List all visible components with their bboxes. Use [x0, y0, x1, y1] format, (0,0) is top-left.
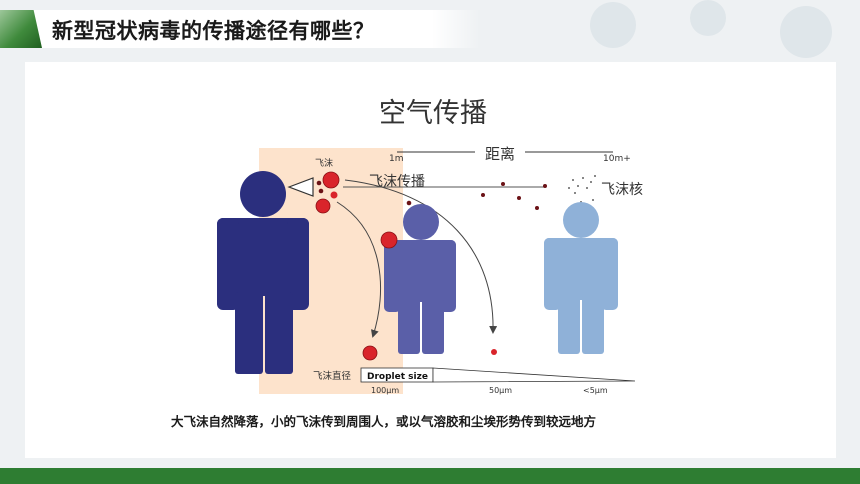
- diagram-title: 空气传播: [379, 98, 487, 129]
- airborne-transmission-diagram: 空气传播 1m 距离 10m+ 飞沫 飞沫传播: [171, 98, 643, 429]
- size-tick-50um: 50μm: [489, 386, 512, 395]
- title-banner: [0, 10, 480, 48]
- distance-start-label: 1m: [389, 154, 404, 164]
- small-droplet: [318, 188, 324, 194]
- mouth-emission-icon: [287, 177, 314, 197]
- large-droplet-trajectory: [336, 201, 382, 338]
- distance-end-label: 10m+: [603, 154, 631, 164]
- droplet-size-wedge: [432, 367, 636, 383]
- background-molecule-decoration: [690, 0, 726, 36]
- person-nearby-icon: [384, 204, 456, 354]
- small-droplet: [406, 200, 412, 206]
- size-tick-5um: <5μm: [583, 386, 608, 395]
- distance-label: 距离: [485, 145, 515, 163]
- medium-droplet-fallen: [491, 349, 497, 355]
- person-infected-icon: [217, 171, 309, 374]
- figure-card: 空气传播 1m 距离 10m+ 飞沫 飞沫传播: [25, 62, 836, 458]
- background-molecule-decoration: [780, 6, 832, 58]
- small-droplet: [535, 206, 539, 210]
- medium-droplet-trajectory: [344, 179, 498, 334]
- small-droplet: [316, 180, 322, 186]
- droplet-diameter-label: 飞沫直径: [313, 370, 352, 382]
- page-title: 新型冠状病毒的传播途径有哪些？: [52, 19, 375, 43]
- large-droplet: [380, 231, 398, 249]
- small-droplet: [517, 196, 521, 200]
- footer-bar: [0, 468, 860, 484]
- large-droplet: [322, 171, 340, 189]
- small-droplet: [330, 191, 338, 199]
- droplet-nuclei-label: 飞沫核: [601, 182, 643, 198]
- size-tick-100um: 100μm: [371, 386, 399, 395]
- small-droplet: [501, 182, 505, 186]
- small-droplet: [543, 184, 547, 188]
- large-droplet-fallen: [362, 345, 378, 361]
- person-distant-icon: [544, 202, 618, 354]
- background-molecule-decoration: [590, 2, 636, 48]
- large-droplet: [315, 198, 331, 214]
- droplet-small-label: 飞沫: [315, 157, 333, 169]
- droplet-transmission-label: 飞沫传播: [369, 174, 425, 190]
- small-droplet: [481, 193, 485, 197]
- diagram-caption: 大飞沫自然降落，小的飞沫传到周围人，或以气溶胶和尘埃形势传到较远地方: [171, 414, 596, 429]
- droplet-size-box-label: Droplet size: [367, 372, 428, 382]
